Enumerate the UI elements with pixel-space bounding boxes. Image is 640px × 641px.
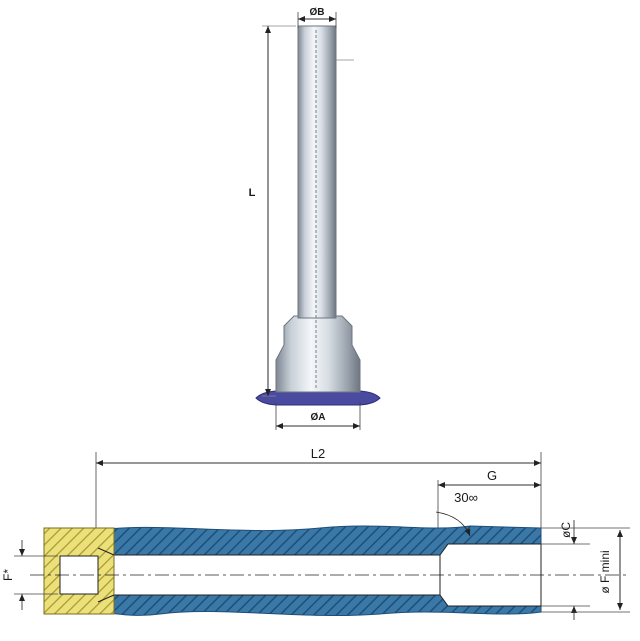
label-bore-depth: G [487,468,497,483]
label-f-star: F* [1,569,15,581]
label-diameter-a: ØA [311,412,326,423]
label-overall-length: L2 [311,446,325,461]
base-flange [255,390,381,406]
section-view: L2 G 30∞ øC ø F mini [1,446,630,620]
label-diameter-c: øC [559,522,573,538]
lower-body [275,315,361,393]
label-angle: 30∞ [454,490,478,505]
shaft [297,25,337,319]
top-tool: ØB L ØA [249,7,381,430]
label-length: L [249,187,256,199]
label-diameter-b: ØB [310,7,325,18]
label-f-mini: ø F mini [598,550,612,593]
